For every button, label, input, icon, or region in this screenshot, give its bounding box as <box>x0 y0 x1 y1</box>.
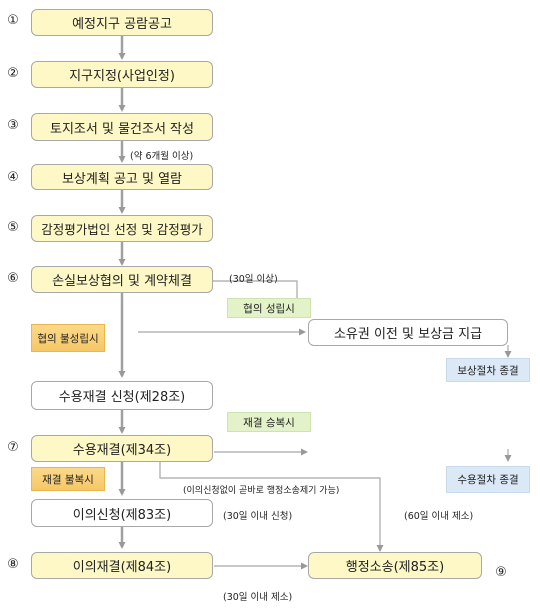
objection-box: 이의신청(제83조) <box>31 499 213 527</box>
step-number-1: ① <box>7 13 19 28</box>
compensation-end-tag: 보상절차 종결 <box>446 358 530 382</box>
administrative-suit-box: 행정소송(제85조) <box>308 552 482 579</box>
step-number-7: ⑦ <box>7 440 19 455</box>
note-within-60: (60일 이내 제소) <box>404 511 474 522</box>
agreement-tag: 협의 성립시 <box>227 298 311 318</box>
step-number-8: ⑧ <box>7 557 19 572</box>
reject-decision-tag: 재결 불복시 <box>31 467 105 491</box>
step-number-2: ② <box>7 66 19 81</box>
step-box-3: 토지조서 및 물건조서 작성 <box>31 113 213 141</box>
expropriation-end-tag: 수용절차 종결 <box>446 466 530 493</box>
expropriation-application-box: 수용재결 신청(제28조) <box>31 381 213 410</box>
arrow-direct-suit <box>159 462 384 552</box>
step-box-6: 손실보상협의 및 계약체결 <box>31 266 213 293</box>
note-within-30-suit: (30일 이내 제소) <box>223 592 293 603</box>
note-direct-suit: (이의신청없이 곧바로 행정소송제기 가능) <box>183 486 340 496</box>
step-number-3: ③ <box>7 118 19 133</box>
step-box-1: 예정지구 공람공고 <box>31 9 213 36</box>
step-box-8: 이의재결(제84조) <box>31 552 213 579</box>
step-box-7: 수용재결(제34조) <box>31 435 213 462</box>
accept-decision-tag: 재결 승복시 <box>227 412 311 432</box>
ownership-transfer-box: 소유권 이전 및 보상금 지급 <box>308 319 508 346</box>
note-six-months: (약 6개월 이상) <box>130 151 194 162</box>
disagreement-tag: 협의 불성립시 <box>31 324 105 352</box>
step-number-5: ⑤ <box>7 220 19 235</box>
step-box-5: 감정평가법인 선정 및 감정평가 <box>31 215 213 242</box>
note-within-30-apply: (30일 이내 신청) <box>223 511 293 522</box>
step-box-2: 지구지정(사업인정) <box>31 61 213 88</box>
step-number-9: ⑨ <box>495 565 507 580</box>
note-thirty-days: (30일 이상) <box>229 274 278 285</box>
step-number-4: ④ <box>7 170 19 185</box>
step-box-4: 보상계획 공고 및 열람 <box>31 164 213 190</box>
step-number-6: ⑥ <box>7 271 19 286</box>
